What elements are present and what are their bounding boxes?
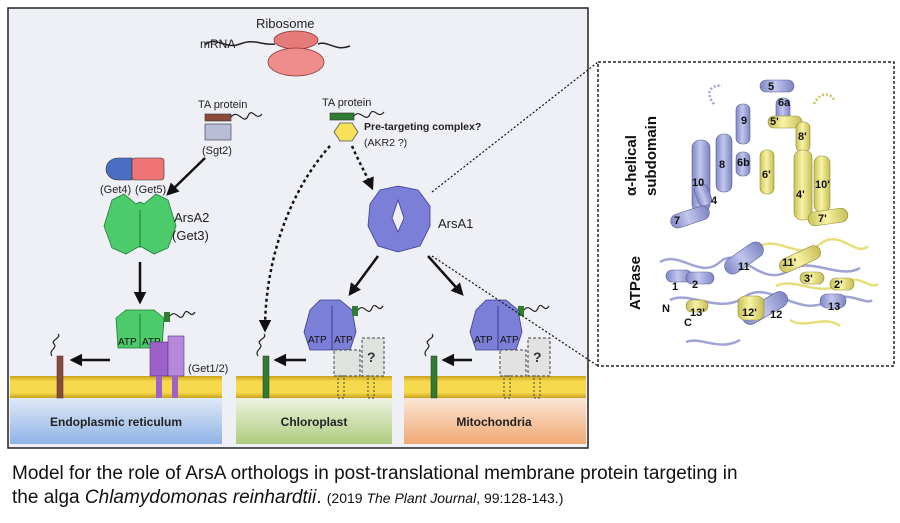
zoom-line-top	[431, 61, 599, 193]
caption-species: Chlamydomonas reinhardtii	[84, 487, 317, 508]
ribosome: Ribosome mRNA	[200, 16, 351, 77]
arrow-arsa1-chloroplast	[348, 255, 380, 297]
helix-label: 6b	[737, 157, 750, 169]
n-terminus-label: N	[662, 303, 670, 315]
arsa2-shape: ArsA2 (Get3)	[103, 193, 209, 255]
atp-mt-1: ATP	[474, 335, 493, 346]
mrna-label: mRNA	[200, 37, 235, 51]
arrow-sgt2-arsa2	[166, 157, 206, 196]
cp-ta-protein	[256, 333, 270, 399]
helix-label: 12	[770, 309, 782, 321]
figure-caption: Model for the role of ArsA orthologs in …	[12, 462, 892, 510]
sgt2-block	[204, 123, 232, 141]
zoom-line-bottom	[431, 255, 599, 367]
atp-cp-2: ATP	[334, 335, 353, 346]
er-ta-protein	[50, 333, 64, 399]
helix-label: 4	[711, 195, 718, 207]
helix-label: 7	[674, 215, 680, 227]
helix-label: 11'	[782, 257, 797, 269]
pre-targeting-hexagon	[333, 122, 359, 142]
chloroplast-membrane: Chloroplast	[236, 376, 392, 444]
helix-label: 3'	[804, 273, 813, 285]
helix-label: 6'	[762, 169, 771, 181]
arsa2-label: ArsA2	[174, 210, 209, 225]
helix-label: 2'	[834, 279, 843, 291]
atpase-label: ATPase	[627, 256, 644, 310]
helix-label: 6a	[778, 97, 791, 109]
helix-label: 8'	[798, 131, 807, 143]
helix-label: 10	[692, 177, 704, 189]
chloroplast-label: Chloroplast	[281, 415, 348, 429]
caption-line-2: the alga Chlamydomonas reinhardtii. (201…	[12, 486, 892, 510]
ta-protein-right: TA protein Pre-targeting complex? (AKR2 …	[322, 97, 481, 149]
helix-label: 1	[672, 281, 678, 293]
er-label: Endoplasmic reticulum	[50, 415, 182, 429]
helix-label: 11	[738, 261, 750, 273]
helix-label: 5	[768, 81, 774, 93]
helix-label: 2	[692, 279, 698, 291]
arrow-arsa1-mito	[427, 255, 464, 296]
ta-protein-left: TA protein (Sgt2)	[198, 99, 263, 157]
caption-line-1: Model for the role of ArsA orthologs in …	[12, 463, 738, 484]
helix-label: 9	[741, 115, 747, 127]
ta-protein-right-label: TA protein	[322, 97, 371, 109]
arsa1-shape: ArsA1	[367, 185, 473, 253]
unknown-receptor-cp	[333, 349, 361, 377]
er-membrane: Endoplasmic reticulum	[10, 376, 222, 444]
get12-label: (Get1/2)	[188, 363, 228, 375]
get12-block	[149, 341, 169, 377]
helix-labels-blue: 5 6a 9 6b 8 10 4 7 11 1 2 12 13	[672, 81, 840, 321]
mt-ta-protein	[424, 333, 438, 399]
citation-open: (2019	[326, 490, 367, 506]
get3-label: (Get3)	[172, 228, 209, 243]
caption-prefix: the alga	[12, 487, 85, 508]
caption-suffix: .	[316, 487, 327, 508]
helix-label: 4'	[796, 189, 805, 201]
c-terminus-label: C	[684, 317, 692, 329]
ta-protein-left-label: TA protein	[198, 99, 247, 111]
atp-cp-1: ATP	[308, 335, 327, 346]
akr2-label: (AKR2 ?)	[364, 137, 407, 149]
mito-arsa1-complex: ATP ATP ?	[469, 299, 551, 399]
subdomain-label: subdomain	[643, 116, 660, 196]
dotted-arrow-arsa1	[350, 145, 374, 191]
helix-labels-yellow: 5' 8' 6' 4' 10' 7' 11' 3' 2' 12' 13'	[690, 116, 843, 319]
chloroplast-arsa1-complex: ATP ATP ?	[303, 299, 385, 399]
question-cp: ?	[367, 349, 376, 365]
helix-label: 13	[828, 301, 840, 313]
citation-rest: , 99:128-143.)	[476, 490, 564, 506]
citation-journal: The Plant Journal	[366, 490, 477, 506]
sgt2-label: (Sgt2)	[202, 145, 232, 157]
question-mt: ?	[533, 349, 542, 365]
atp-er-1: ATP	[118, 337, 137, 348]
alpha-helical-label: α-helical	[623, 135, 640, 196]
helix-label: 12'	[742, 307, 757, 319]
helix-label: 5'	[770, 116, 779, 128]
helix-label: 10'	[815, 179, 830, 191]
pre-targeting-label: Pre-targeting complex?	[364, 121, 481, 133]
yellow-helices	[685, 115, 855, 321]
get4-get5: (Get4) (Get5)	[100, 157, 166, 196]
helix-label: 8	[719, 159, 725, 171]
get5-label: (Get5)	[135, 184, 166, 196]
helix-label: 13'	[690, 307, 705, 319]
mito-label: Mitochondria	[456, 415, 532, 429]
mito-membrane: Mitochondria	[404, 376, 586, 444]
get4-label: (Get4)	[100, 184, 131, 196]
arsa2-atp-complex: ATP ATP (Get1/2)	[115, 309, 228, 398]
atp-mt-2: ATP	[500, 335, 519, 346]
arsa1-label: ArsA1	[438, 216, 473, 231]
ribosome-label: Ribosome	[256, 16, 315, 31]
helix-label: 7'	[818, 213, 827, 225]
unknown-receptor-mt	[499, 349, 527, 377]
